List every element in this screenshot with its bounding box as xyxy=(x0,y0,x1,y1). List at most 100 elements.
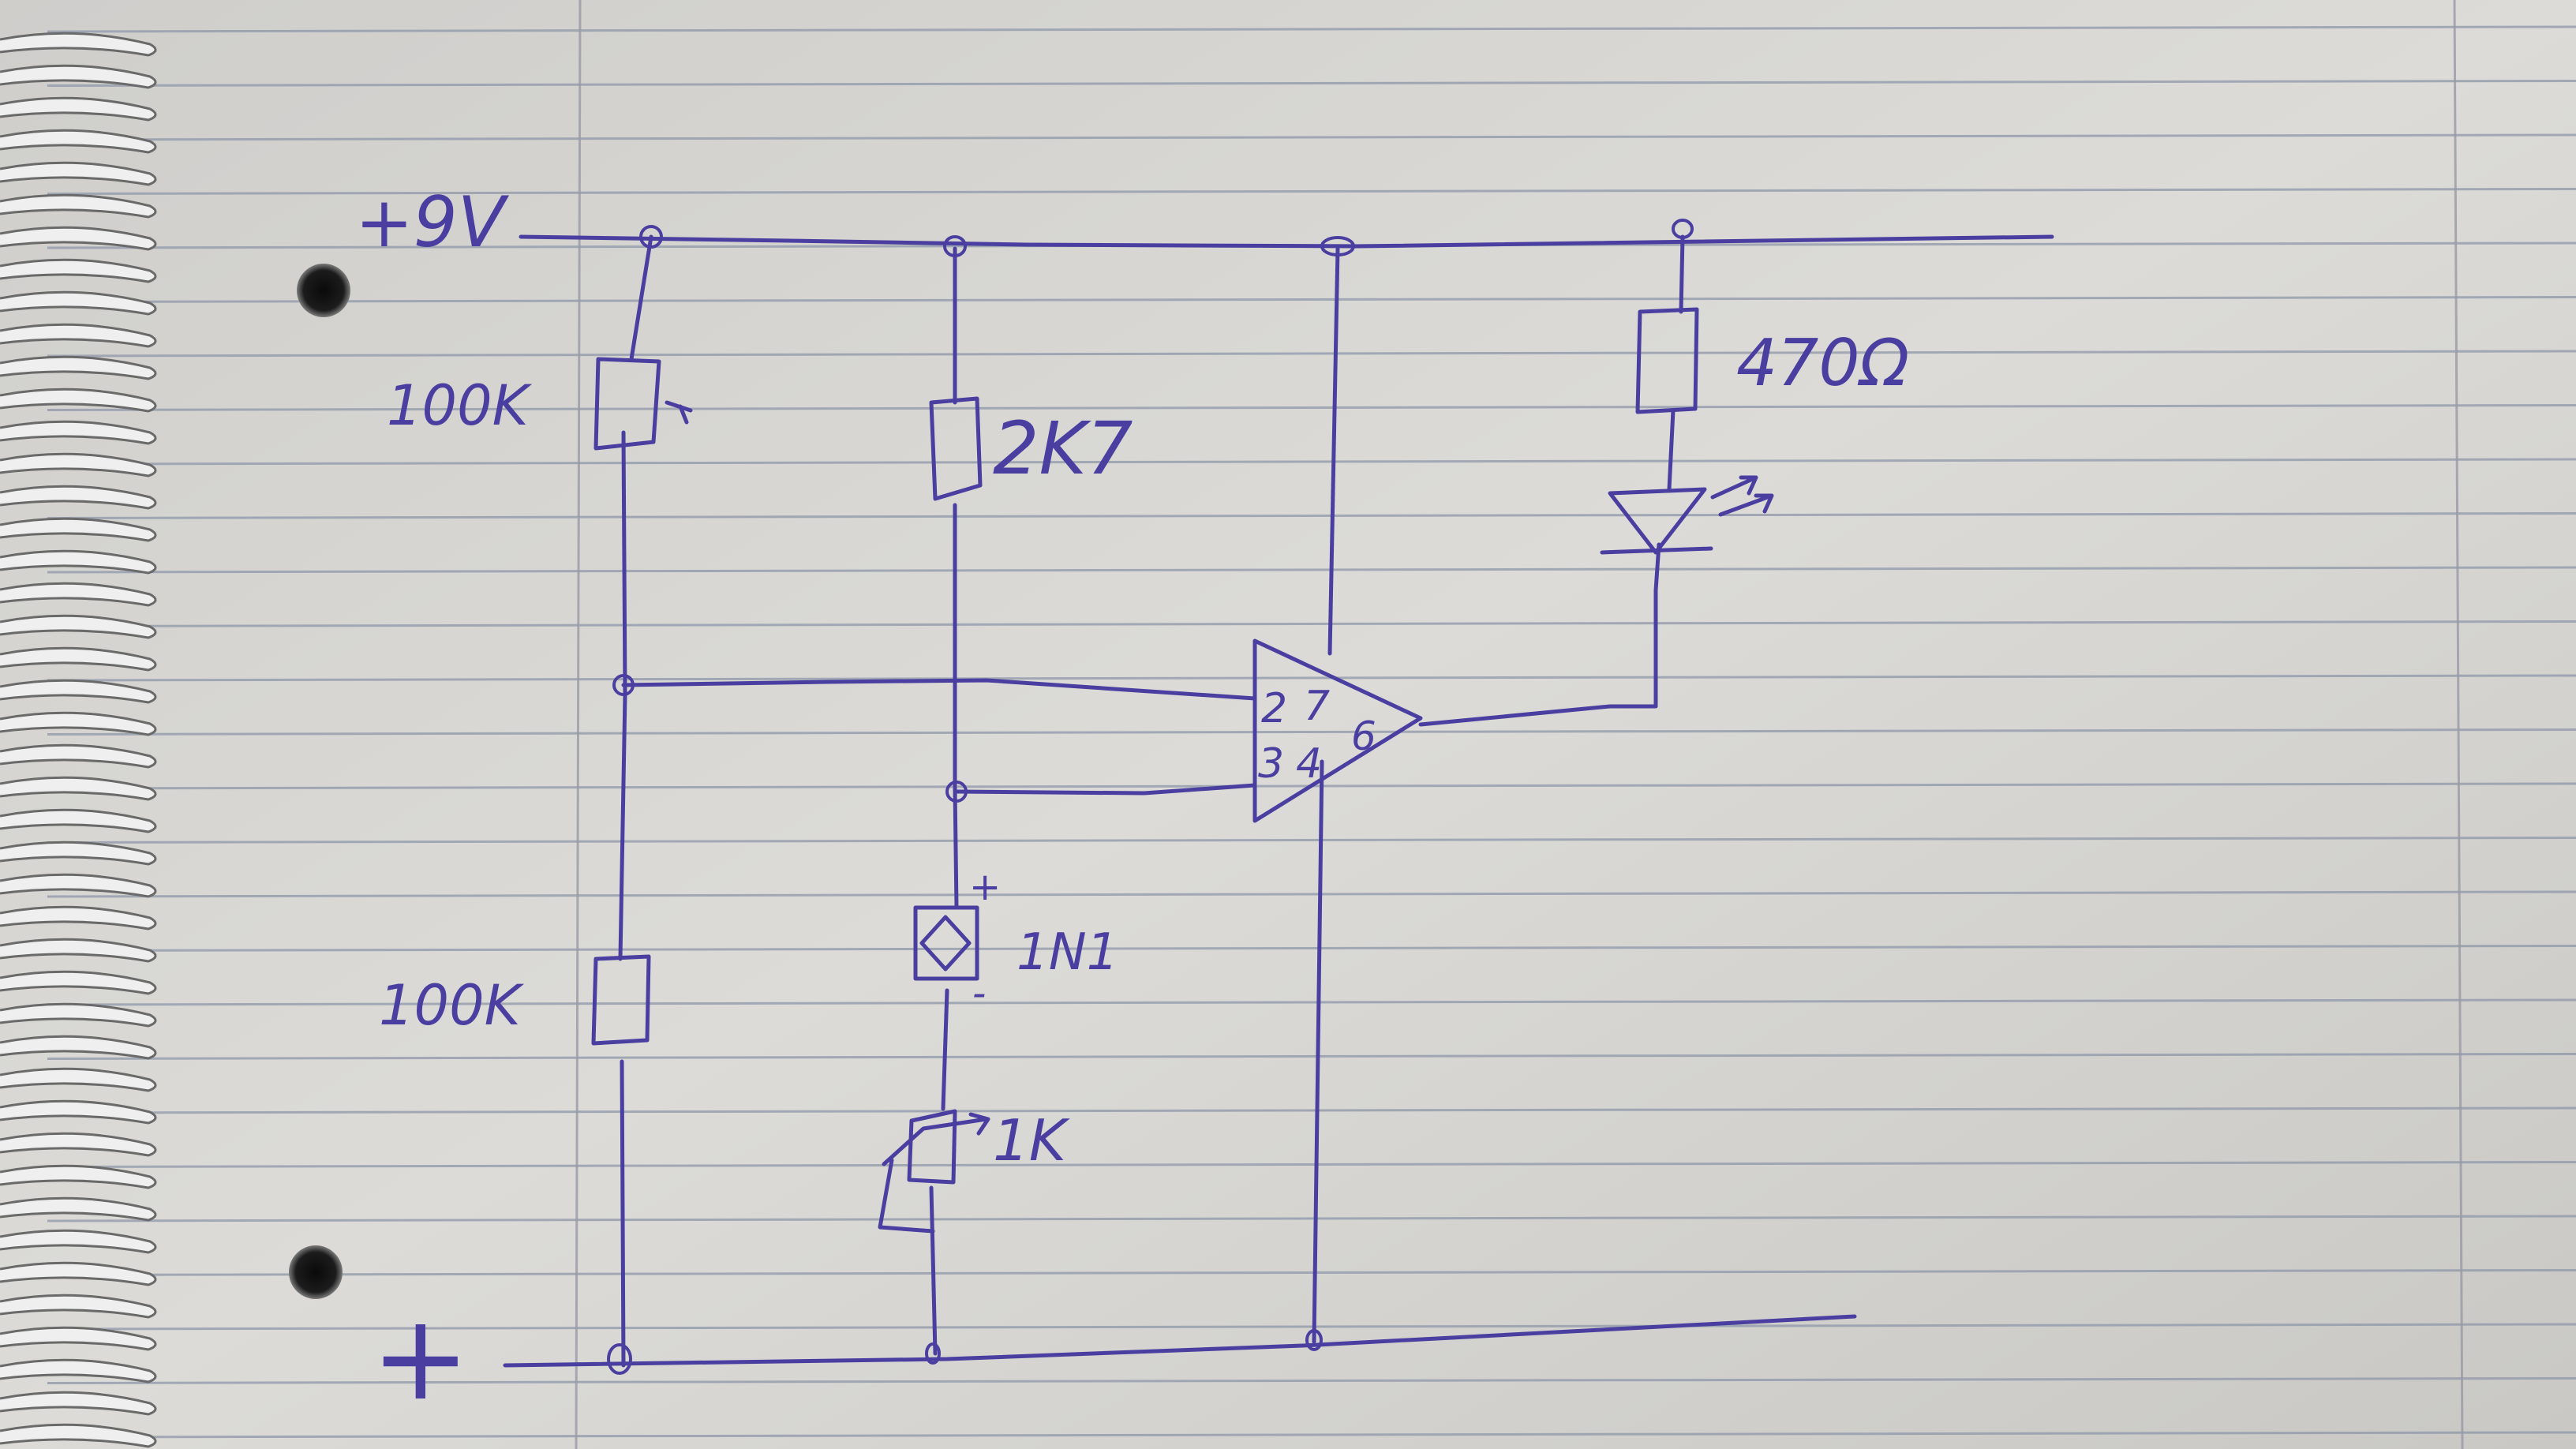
opamp-pin-3: 3 xyxy=(1258,740,1284,788)
spiral-ring xyxy=(0,711,157,736)
ruled-line xyxy=(47,512,2576,519)
ground-rail xyxy=(503,1314,1857,1368)
spiral-binding xyxy=(0,32,157,1448)
spiral-ring xyxy=(0,323,157,348)
ruled-line xyxy=(47,133,2576,141)
ruled-line xyxy=(47,890,2576,898)
led-emission-arrows xyxy=(1710,475,1774,517)
spiral-ring xyxy=(0,549,157,575)
spiral-ring xyxy=(0,226,157,251)
spiral-ring xyxy=(0,679,157,704)
ruled-line xyxy=(47,458,2576,466)
spiral-ring xyxy=(0,808,157,833)
resistor-100k-bottom-body xyxy=(591,954,651,1046)
opamp-pin-7: 7 xyxy=(1304,683,1330,730)
diode-1n1-inner-symbol xyxy=(919,915,972,972)
spiral-ring xyxy=(0,452,157,477)
opamp-vplus-wire xyxy=(1327,246,1340,656)
ruled-line xyxy=(47,620,2576,627)
inverting-input-wire xyxy=(621,678,1257,701)
spiral-ring xyxy=(0,32,157,57)
punch-hole-bottom xyxy=(289,1245,343,1299)
margin-lines xyxy=(575,0,2464,1449)
spiral-ring xyxy=(0,1196,157,1222)
spiral-ring xyxy=(0,96,157,122)
noninverting-input-wire xyxy=(954,783,1257,796)
trimmer-1k-bypass xyxy=(878,1158,935,1234)
ruled-line xyxy=(47,998,2576,1006)
spiral-ring xyxy=(0,1358,157,1383)
spiral-ring xyxy=(0,193,157,219)
trimmer-1k-label: 1K xyxy=(993,1107,1070,1174)
spiral-ring xyxy=(0,258,157,283)
spiral-ring xyxy=(0,1261,157,1286)
ruled-line xyxy=(47,25,2576,33)
spiral-ring xyxy=(0,841,157,866)
junction-dot xyxy=(639,225,663,249)
junction-dots xyxy=(607,219,1694,1375)
ruled-line xyxy=(47,80,2576,87)
ruled-line xyxy=(47,1377,2576,1384)
spiral-ring xyxy=(0,614,157,639)
supply-voltage-label: +9V xyxy=(355,182,510,263)
spiral-ring xyxy=(0,1099,157,1125)
spiral-ring xyxy=(0,1229,157,1254)
spiral-ring xyxy=(0,938,157,963)
left-margin-line xyxy=(575,0,582,1449)
spiral-ring xyxy=(0,873,157,898)
resistor-100k-top-body xyxy=(593,357,661,451)
resistor-2k7-body xyxy=(929,396,983,501)
diode-1n1-body xyxy=(913,905,979,981)
spiral-ring xyxy=(0,161,157,186)
junction-dot xyxy=(1672,219,1694,239)
spiral-ring xyxy=(0,64,157,89)
ruled-line xyxy=(47,837,2576,844)
circuit-labels: +9V + 100K 100K 2K7 470Ω 1N1 + - 1K 2 7 … xyxy=(355,182,1909,1427)
middle-column-wire xyxy=(929,246,959,1356)
spiral-ring xyxy=(0,1035,157,1060)
ruled-line xyxy=(47,404,2576,411)
opamp-body xyxy=(1252,638,1423,823)
junction-dot xyxy=(1320,236,1355,256)
spiral-ring xyxy=(0,1294,157,1319)
right-margin-line xyxy=(2453,0,2464,1449)
trimmer-1k-wiper xyxy=(882,1112,990,1166)
spiral-ring xyxy=(0,290,157,316)
spiral-ring xyxy=(0,1423,157,1448)
trimmer-1k-body xyxy=(907,1109,957,1185)
spiral-ring xyxy=(0,1067,157,1092)
ruled-line xyxy=(47,1269,2576,1276)
output-wire xyxy=(1418,588,1658,727)
resistor-100k-bottom-label: 100K xyxy=(379,973,525,1038)
ruled-line xyxy=(47,1053,2576,1060)
opamp-pin-6: 6 xyxy=(1351,713,1376,759)
ruled-line xyxy=(47,728,2576,736)
opamp-vminus-wire xyxy=(1312,759,1324,1344)
resistor-100k-top-label: 100K xyxy=(387,373,533,438)
spiral-ring xyxy=(0,129,157,154)
junction-dot xyxy=(1305,1329,1323,1351)
spiral-ring xyxy=(0,517,157,542)
ruled-line xyxy=(47,566,2576,574)
spiral-ring xyxy=(0,388,157,413)
spiral-ring xyxy=(0,582,157,607)
ruled-line xyxy=(47,1431,2576,1439)
ruled-line xyxy=(47,350,2576,358)
spiral-ring xyxy=(0,743,157,769)
ruled-line xyxy=(47,296,2576,303)
spiral-ring xyxy=(0,646,157,672)
led-triangle xyxy=(1608,487,1707,555)
diode-minus-marker: - xyxy=(972,972,986,1016)
spiral-ring xyxy=(0,1132,157,1157)
junction-dot xyxy=(925,1342,941,1365)
resistor-470-body xyxy=(1635,307,1699,414)
spiral-ring xyxy=(0,355,157,380)
spiral-ring xyxy=(0,1391,157,1416)
junction-dot xyxy=(945,781,968,803)
diode-1n1-label: 1N1 xyxy=(1017,923,1118,982)
junction-dot xyxy=(607,1343,632,1375)
circuit-schematic xyxy=(503,219,2054,1375)
ruled-line xyxy=(47,1106,2576,1114)
